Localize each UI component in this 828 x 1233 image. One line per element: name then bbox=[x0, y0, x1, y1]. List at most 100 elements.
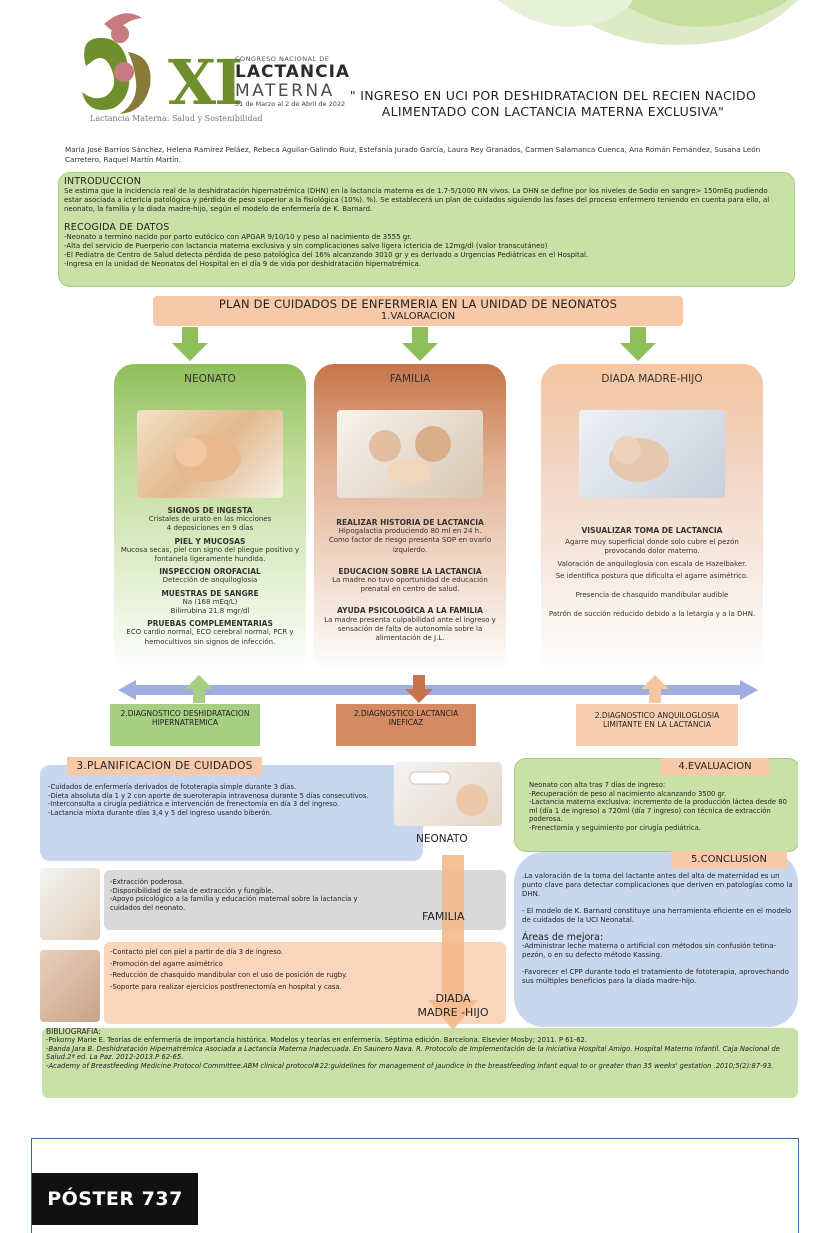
familia-block-text: La madre presenta culpabilidad ante el i… bbox=[324, 615, 496, 643]
planificacion-neonato-label: NEONATO bbox=[416, 833, 468, 845]
diada-block-text: Se identifica postura que dificulta el a… bbox=[555, 571, 749, 580]
diada-block-text: Valoración de anquiloglosia con escala d… bbox=[557, 559, 747, 568]
familia-block-text: Como factor de riesgo presenta SOP en ov… bbox=[328, 536, 492, 554]
recogida-item: -Alta del servicio de Puerperio con lact… bbox=[64, 242, 548, 250]
plan-item: -Promoción del agarre asimétrico bbox=[110, 959, 223, 968]
neonato-block-text: 4 deposiciones en 9 días bbox=[166, 524, 254, 533]
neonato-block-text: Mucosa secas, piel con signo del pliegue… bbox=[120, 545, 300, 564]
diada-block-heading: VISUALIZAR TOMA DE LACTANCIA bbox=[581, 526, 723, 535]
plan-item: -Disponibilidad de sala de extracción y … bbox=[110, 886, 274, 895]
familia-plan-photo bbox=[40, 868, 100, 940]
flow-arrow-down-icon bbox=[428, 855, 478, 1030]
mejora-item: -Favorecer el CPP durante todo el tratam… bbox=[522, 968, 789, 985]
plan-item: -Apoyo psicológico a la familia y educac… bbox=[110, 895, 358, 912]
plan-item: -Reducción de chasquido mandibular con e… bbox=[110, 971, 348, 980]
congress-name-line2: MATERNA bbox=[235, 81, 335, 101]
congress-name-line1: LACTANCIA bbox=[235, 62, 351, 82]
arrow-down-icon bbox=[405, 675, 433, 703]
bibliografia-item: -Banda Jara B. Deshidratación Hipernatré… bbox=[46, 1044, 780, 1062]
congress-logo-icon bbox=[82, 13, 151, 114]
conclusion-title: 5.CONCLUSION bbox=[671, 851, 787, 869]
diada-column-title: DIADA MADRE-HIJO bbox=[601, 373, 703, 385]
diada-photo bbox=[579, 410, 725, 498]
neonato-block-heading: INSPECCION OROFACIAL bbox=[159, 567, 261, 577]
familia-column: FAMILIA REALIZAR HISTORIA DE LACTANCIA H… bbox=[314, 364, 506, 674]
recogida-item: -Neonato a termino nacido por parto eutó… bbox=[64, 233, 412, 241]
diagnostico-text: 2.DIAGNOSTICO ANQUILOGLOSIA LIMITANTE EN… bbox=[594, 711, 720, 729]
neonato-block-text: Cristales de urato en las micciones bbox=[148, 515, 272, 524]
diada-column: DIADA MADRE-HIJO VISUALIZAR TOMA DE LACT… bbox=[541, 364, 763, 674]
neonato-photo bbox=[137, 410, 283, 498]
footer-frame bbox=[31, 1138, 799, 1233]
mejora-heading: Áreas de mejora: bbox=[522, 932, 604, 943]
mejora-item: -Administrar leche materna o artificial … bbox=[522, 942, 777, 959]
neonato-block-heading: MUESTRAS DE SANGRE bbox=[161, 588, 259, 598]
diagnostico-text: 2.DIAGNOSTICO LACTANCIA INEFICAZ bbox=[353, 709, 459, 727]
familia-photo bbox=[337, 410, 483, 498]
eval-item: -Lactancia materna exclusiva: incremento… bbox=[529, 798, 787, 824]
double-arrow-icon bbox=[118, 680, 758, 700]
neonato-block-heading: PIEL Y MUCOSAS bbox=[174, 536, 246, 546]
intro-heading: INTRODUCCION bbox=[64, 176, 142, 187]
recogida-heading: RECOGIDA DE DATOS bbox=[64, 222, 170, 233]
authors: María José Barrios Sánchez, Helena Ramír… bbox=[65, 145, 761, 164]
plan-item: -Soporte para realizar ejercicios postfr… bbox=[110, 982, 342, 991]
familia-block-text: Hipogalactia produciendo 80 ml en 24 h. bbox=[338, 527, 482, 536]
conclusion-paragraph: - El modelo de K. Barnard constituye una… bbox=[522, 907, 792, 924]
arrow-down-icon bbox=[172, 327, 208, 361]
diagnostico-box: 2.DIAGNOSTICO ANQUILOGLOSIA LIMITANTE EN… bbox=[576, 704, 738, 746]
plan-item: -Contacto piel con piel a partir de día … bbox=[110, 948, 283, 956]
plan-subtitle: 1.VALORACION bbox=[380, 311, 456, 322]
poster-number-badge: PÓSTER 737 bbox=[32, 1173, 198, 1225]
neonato-column: NEONATO SIGNOS DE INGESTA Cristales de u… bbox=[114, 364, 306, 674]
neonato-block-text: ECO cardio normal, ECO cerebral normal, … bbox=[126, 628, 294, 646]
familia-block-heading: EDUCACION SOBRE LA LACTANCIA bbox=[338, 566, 482, 576]
congress-dates: 31 de Marzo al 2 de Abril de 2022 bbox=[235, 100, 346, 108]
conclusion-paragraph: .La valoración de la toma del lactante a… bbox=[522, 872, 793, 898]
arrow-up-icon bbox=[185, 675, 213, 703]
plan-item: -Interconsulta a cirugía pediátrica e in… bbox=[48, 800, 340, 809]
congress-subtitle: CONGRESO NACIONAL DE bbox=[235, 55, 330, 63]
planificacion-diada-label: DIADA MADRE -HIJO bbox=[408, 992, 498, 1020]
intro-text: Se estima que la incidencia real de la d… bbox=[64, 187, 770, 213]
header-decoration bbox=[498, 0, 798, 45]
poster-title: " INGRESO EN UCI POR DESHIDRATACION DEL … bbox=[349, 88, 757, 119]
plan-item: -Dieta absoluta día 1 y 2 con aporte de … bbox=[48, 791, 369, 800]
poster: XI CONGRESO NACIONAL DE LACTANCIA MATERN… bbox=[30, 0, 798, 1107]
neonato-block-text: Na (168 mEq/L) bbox=[182, 597, 238, 606]
neonato-block-heading: PRUEBAS COMPLEMENTARIAS bbox=[147, 619, 273, 629]
arrow-down-icon bbox=[402, 327, 438, 361]
diagnostico-text: 2.DIAGNOSTICO DESHIDRATACION HIPERNATREM… bbox=[120, 709, 250, 727]
plan-item: -Extracción poderosa. bbox=[110, 878, 185, 886]
arrow-up-icon bbox=[641, 675, 669, 703]
recogida-item: -Ingresa en la unidad de Neonatos del Ho… bbox=[64, 260, 421, 268]
congress-tagline: Lactancia Materna: Salud y Sostenibilida… bbox=[90, 114, 263, 123]
eval-item: -Frenectomía y seguimiento por cirugía p… bbox=[529, 823, 701, 832]
plan-item: -Lactancia mixta durante días 3,4 y 5 de… bbox=[48, 808, 273, 817]
bibliografia-heading: BIBLIOGRAFIA: bbox=[46, 1027, 101, 1036]
diada-block-text: Agarre muy superficial donde solo cubre … bbox=[565, 538, 739, 556]
conclusion-box: .La valoración de la toma del lactante a… bbox=[514, 852, 798, 1027]
bibliografia-item: -Academy of Breastfeeding Medicine Proto… bbox=[46, 1061, 774, 1070]
eval-item: Neonato con alta tras 7 días de ingreso: bbox=[529, 781, 666, 789]
arrow-down-icon bbox=[620, 327, 656, 361]
diagnostico-box: 2.DIAGNOSTICO DESHIDRATACION HIPERNATREM… bbox=[110, 704, 260, 746]
neonato-block-text: Detección de anquiloglosia bbox=[162, 576, 258, 585]
recogida-item: -El Pediatra de Centro de Salud detecta … bbox=[64, 251, 589, 259]
intro-box: INTRODUCCION Se estima que la incidencia… bbox=[58, 172, 795, 287]
planificacion-neonato-box: -Cuidados de enfermería derivados de fot… bbox=[40, 765, 423, 861]
neonato-column-title: NEONATO bbox=[184, 373, 236, 385]
evaluacion-title: 4.EVALUACION bbox=[661, 758, 769, 776]
familia-column-title: FAMILIA bbox=[389, 373, 431, 385]
eval-item: -Recuperación de peso al nacimiento alca… bbox=[529, 789, 727, 798]
plan-title: PLAN DE CUIDADOS DE ENFERMERIA EN LA UNI… bbox=[218, 297, 618, 311]
familia-block-heading: AYUDA PSICOLOGICA A LA FAMILIA bbox=[337, 606, 483, 616]
bibliografia-item: -Pokorny Marie E. Teorías de enfermería … bbox=[46, 1036, 588, 1045]
planificacion-familia-box: -Extracción poderosa. -Disponibilidad de… bbox=[104, 870, 506, 930]
plan-item: -Cuidados de enfermería derivados de fot… bbox=[48, 783, 297, 791]
diada-label-line2: MADRE -HIJO bbox=[417, 1006, 489, 1019]
planificacion-title: 3.PLANIFICACION DE CUIDADOS bbox=[67, 757, 262, 775]
diagnostico-box: 2.DIAGNOSTICO LACTANCIA INEFICAZ bbox=[336, 704, 476, 746]
neonato-bottle-photo bbox=[394, 762, 502, 826]
planificacion-familia-label: FAMILIA bbox=[422, 910, 465, 923]
